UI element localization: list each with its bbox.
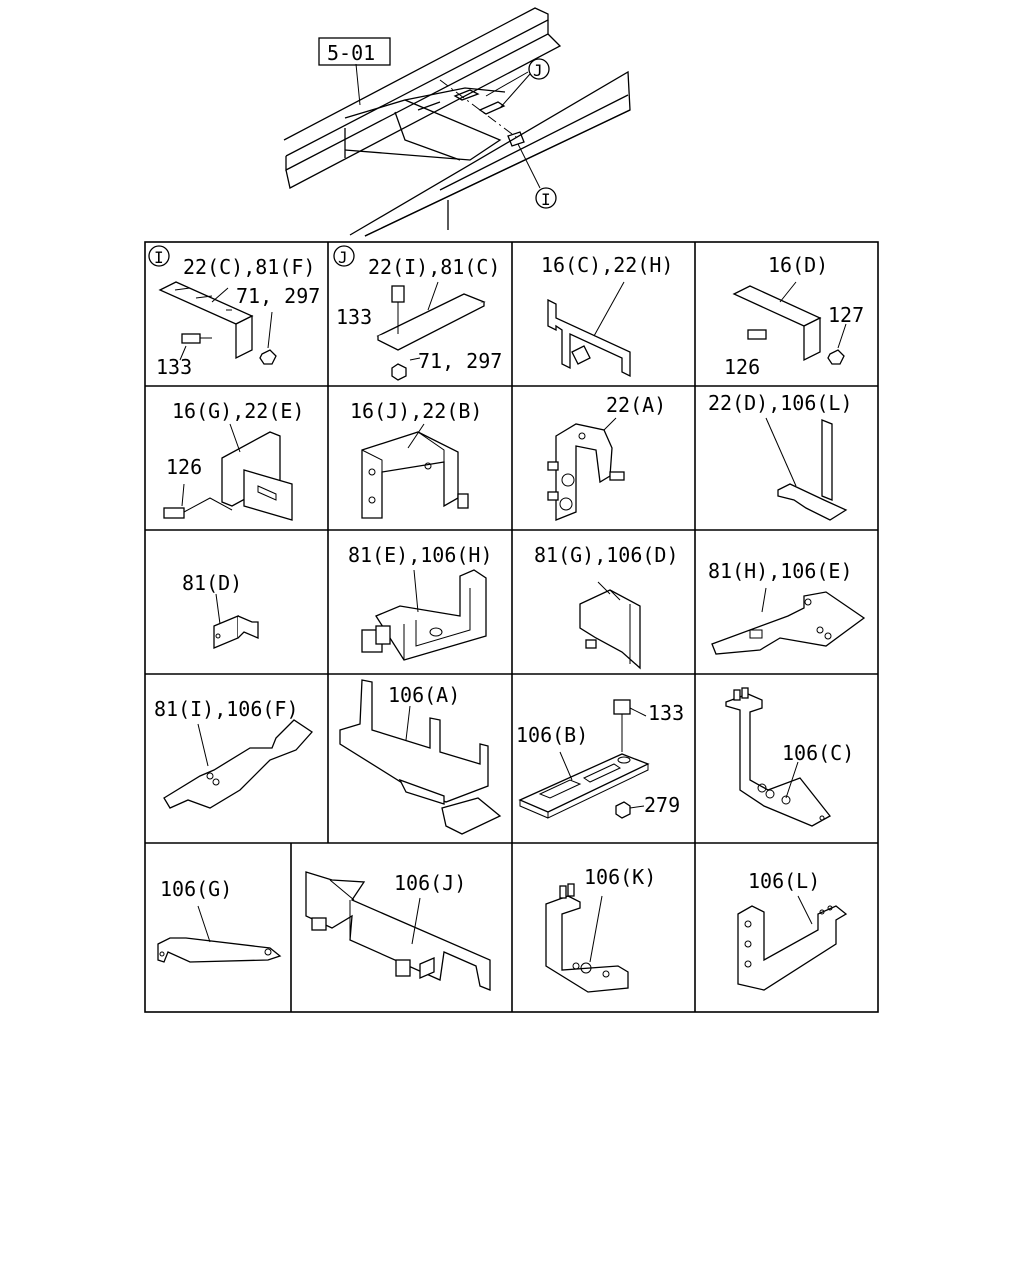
cell-marker-j <box>333 245 355 267</box>
cell-20: 106(L) <box>737 869 848 991</box>
callout-i-label: I <box>541 190 551 209</box>
cell-15: 106(B) 133 279 <box>516 699 684 819</box>
cell-3-label-1: 16(C),22(H) <box>541 253 673 277</box>
cell-2: J 22(I),81(C) 133 71, 297 <box>333 245 502 381</box>
ref-box-label: 5-01 <box>327 41 375 65</box>
frame-overview <box>283 7 631 237</box>
parts-grid <box>144 241 879 1013</box>
cell-10: 81(E),106(H) <box>348 543 493 661</box>
cell-5-label-1: 16(G),22(E) <box>172 399 304 423</box>
cell-17-label-1: 106(G) <box>160 877 232 901</box>
cell-19: 106(K) <box>545 865 656 993</box>
cell-4-label-2: 127 <box>828 303 864 327</box>
cell-13: 81(I),106(F) <box>154 697 313 809</box>
cell-7-label-1: 22(A) <box>606 393 666 417</box>
cell-17: 106(G) <box>157 877 282 963</box>
cell-1-marker: I <box>154 248 164 267</box>
cell-12: 81(H),106(E) <box>708 559 866 655</box>
cell-2-marker: J <box>338 248 348 267</box>
cell-1-label-2: 71, 297 <box>236 284 320 308</box>
ref-box <box>318 37 391 66</box>
cell-7: 22(A) <box>547 393 666 521</box>
cell-5: 16(G),22(E) 126 <box>163 399 304 521</box>
cell-4-label-3: 126 <box>724 355 760 379</box>
cell-3: 16(C),22(H) <box>541 253 673 378</box>
cell-14-label-1: 106(A) <box>388 683 460 707</box>
cell-4-label-1: 16(D) <box>768 253 828 277</box>
cell-14: 106(A) <box>339 679 502 835</box>
cell-8: 22(D),106(L) <box>708 391 853 521</box>
cell-20-label-1: 106(L) <box>748 869 820 893</box>
cell-6: 16(J),22(B) <box>350 399 482 519</box>
cell-9: 81(D) <box>182 571 259 649</box>
cell-10-label-1: 81(E),106(H) <box>348 543 493 567</box>
cell-9-label-1: 81(D) <box>182 571 242 595</box>
cell-18-label-1: 106(J) <box>394 871 466 895</box>
callout-circle-i <box>535 187 557 209</box>
callout-j-label: J <box>533 61 543 80</box>
cell-12-label-1: 81(H),106(E) <box>708 559 853 583</box>
cell-1-label-3: 133 <box>156 355 192 379</box>
cell-6-label-1: 16(J),22(B) <box>350 399 482 423</box>
cell-5-label-2: 126 <box>166 455 202 479</box>
cell-15-label-3: 279 <box>644 793 680 817</box>
cell-11: 81(G),106(D) <box>534 543 679 670</box>
cell-16: 106(C) <box>725 687 854 827</box>
cell-16-label-1: 106(C) <box>782 741 854 765</box>
cell-1: I 22(C),81(F) 71, 297 133 <box>148 245 320 379</box>
cell-18: 106(J) <box>305 871 491 991</box>
cell-marker-i <box>148 245 170 267</box>
cell-1-label-1: 22(C),81(F) <box>183 255 315 279</box>
callout-circle-j <box>528 58 550 80</box>
cell-8-label-1: 22(D),106(L) <box>708 391 853 415</box>
cell-19-label-1: 106(K) <box>584 865 656 889</box>
cell-2-label-3: 71, 297 <box>418 349 502 373</box>
cell-4: 16(D) 127 126 <box>724 253 864 379</box>
cell-2-label-2: 133 <box>336 305 372 329</box>
cell-15-label-2: 133 <box>648 701 684 725</box>
cell-13-label-1: 81(I),106(F) <box>154 697 299 721</box>
cell-2-label-1: 22(I),81(C) <box>368 255 500 279</box>
cell-11-label-1: 81(G),106(D) <box>534 543 679 567</box>
cell-15-label-1: 106(B) <box>516 723 588 747</box>
